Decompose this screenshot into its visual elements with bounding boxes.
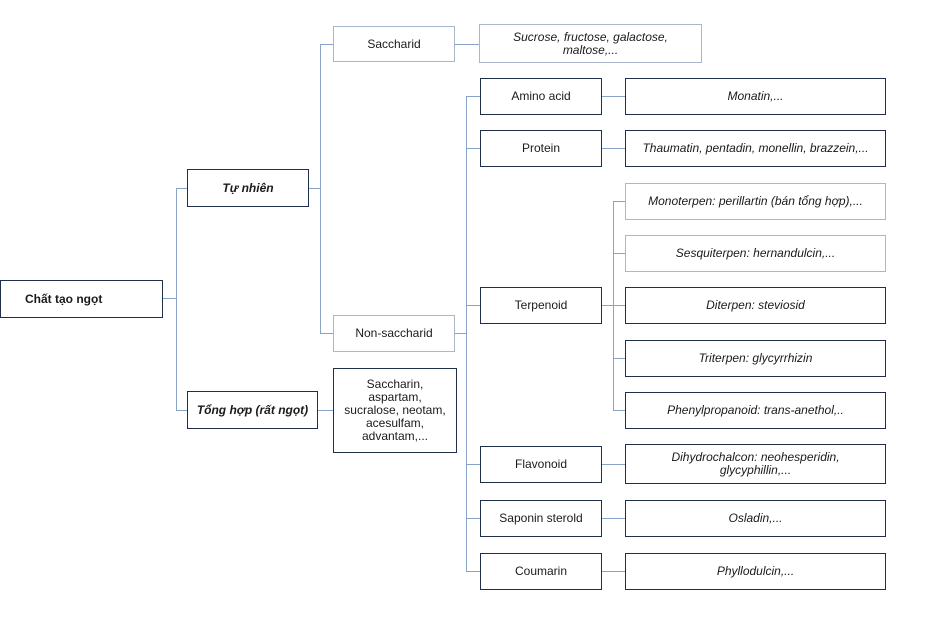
protein-node: Protein — [480, 130, 602, 167]
connector-line — [466, 464, 480, 466]
connector-line — [455, 44, 479, 46]
protein-label: Protein — [521, 141, 561, 155]
connector-line — [320, 44, 322, 334]
connector-line — [455, 333, 466, 335]
coumarin-examples-text: Phyllodulcin,... — [716, 564, 795, 578]
saccharid-examples-node: Sucrose, fructose, galactose, maltose,..… — [479, 24, 702, 63]
connector-line — [163, 298, 176, 300]
terpenoid-node: Terpenoid — [480, 287, 602, 324]
connector-line — [613, 305, 625, 307]
amino-acid-examples-node: Monatin,... — [625, 78, 886, 115]
coumarin-label: Coumarin — [514, 564, 568, 578]
connector-line — [466, 96, 480, 98]
sesquiterpen-node: Sesquiterpen: hernandulcin,... — [625, 235, 886, 272]
connector-line — [320, 44, 333, 46]
saponin-examples-text: Osladin,... — [728, 511, 783, 525]
connector-line — [466, 96, 468, 571]
flavonoid-examples-node: Dihydrochalcon: neohesperidin, glycyphil… — [625, 444, 886, 484]
connector-line — [466, 518, 480, 520]
connector-line — [602, 571, 625, 573]
connector-line — [466, 148, 480, 150]
phenylpropanoid-text: Phenylpropanoid: trans-anethol,.. — [667, 403, 844, 417]
triterpen-text: Triterpen: glycyrrhizin — [698, 351, 813, 365]
connector-line — [320, 333, 333, 335]
natural-node: Tự nhiên — [187, 169, 309, 207]
saccharid-label: Saccharid — [367, 36, 421, 51]
saccharid-node: Saccharid — [333, 26, 455, 62]
triterpen-node: Triterpen: glycyrrhizin — [625, 340, 886, 377]
connector-line — [613, 410, 625, 412]
connector-line — [613, 358, 625, 360]
amino-acid-examples-text: Monatin,... — [727, 89, 784, 103]
connector-line — [613, 201, 625, 203]
connector-line — [602, 148, 625, 150]
synthetic-examples-text: Saccharin, aspartam, sucralose, neotam, … — [344, 377, 446, 443]
natural-label: Tự nhiên — [222, 180, 274, 195]
protein-examples-node: Thaumatin, pentadin, monellin, brazzein,… — [625, 130, 886, 167]
connector-line — [602, 464, 625, 466]
non-saccharid-label: Non-saccharid — [355, 326, 433, 340]
saponin-label: Saponin sterold — [499, 511, 583, 525]
connector-line — [318, 410, 333, 412]
saponin-examples-node: Osladin,... — [625, 500, 886, 537]
connector-line — [602, 305, 613, 307]
diterpen-text: Diterpen: steviosid — [706, 298, 805, 312]
coumarin-examples-node: Phyllodulcin,... — [625, 553, 886, 590]
protein-examples-text: Thaumatin, pentadin, monellin, brazzein,… — [642, 141, 869, 155]
monoterpen-text: Monoterpen: perillartin (bán tổng hợp),.… — [648, 194, 863, 208]
monoterpen-node: Monoterpen: perillartin (bán tổng hợp),.… — [625, 183, 886, 220]
terpenoid-label: Terpenoid — [514, 298, 568, 312]
flavonoid-label: Flavonoid — [514, 457, 568, 471]
root-node: Chất tạo ngọt — [0, 280, 163, 318]
synthetic-node: Tổng hợp (rất ngọt) — [187, 391, 318, 429]
saccharid-examples-text: Sucrose, fructose, galactose, maltose,..… — [513, 29, 668, 57]
connector-line — [176, 188, 187, 190]
synthetic-label: Tổng hợp (rất ngọt) — [196, 402, 309, 417]
connector-line — [176, 410, 187, 412]
connector-line — [613, 253, 625, 255]
diterpen-node: Diterpen: steviosid — [625, 287, 886, 324]
flavonoid-node: Flavonoid — [480, 446, 602, 483]
connector-line — [466, 305, 480, 307]
phenylpropanoid-node: Phenylpropanoid: trans-anethol,.. — [625, 392, 886, 429]
saponin-node: Saponin sterold — [480, 500, 602, 537]
coumarin-node: Coumarin — [480, 553, 602, 590]
non-saccharid-node: Non-saccharid — [333, 315, 455, 352]
connector-line — [602, 518, 625, 520]
connector-line — [176, 188, 178, 411]
connector-line — [602, 96, 625, 98]
synthetic-examples-node: Saccharin, aspartam, sucralose, neotam, … — [333, 368, 457, 453]
sesquiterpen-text: Sesquiterpen: hernandulcin,... — [675, 246, 836, 260]
amino-acid-label: Amino acid — [511, 89, 571, 103]
flavonoid-examples-text: Dihydrochalcon: neohesperidin, glycyphil… — [671, 450, 840, 477]
amino-acid-node: Amino acid — [480, 78, 602, 115]
connector-line — [466, 571, 480, 573]
connector-line — [309, 188, 320, 190]
root-label: Chất tạo ngọt — [25, 291, 103, 306]
